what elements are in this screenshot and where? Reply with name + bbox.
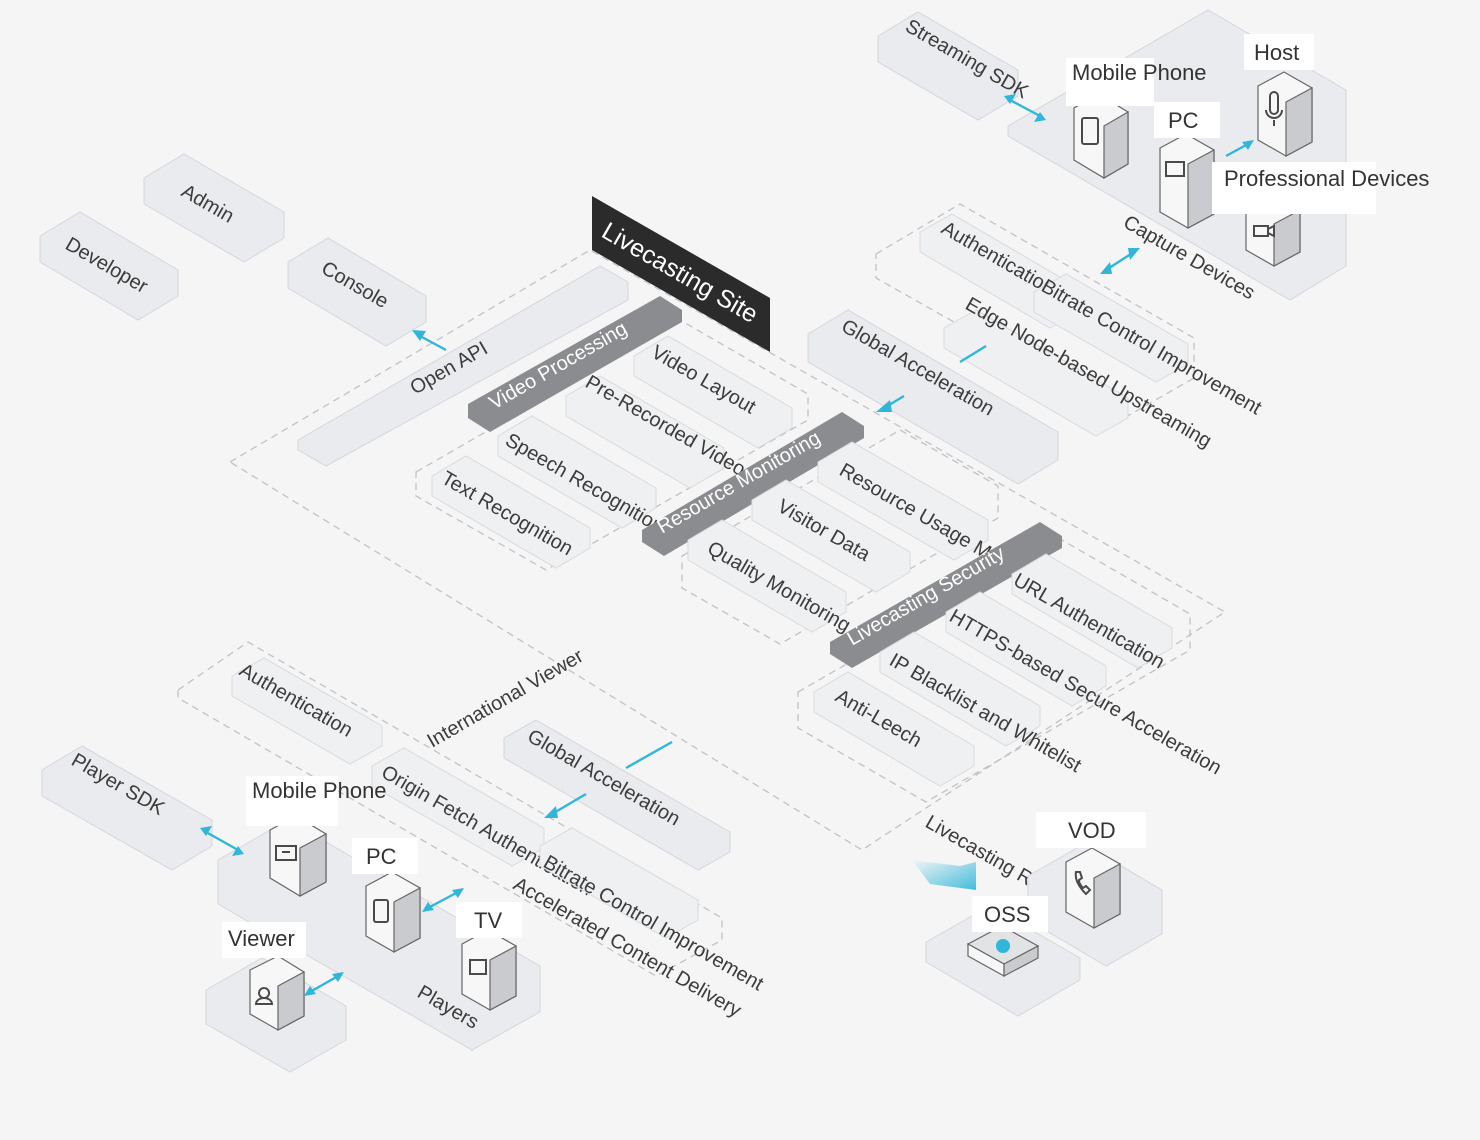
capture-host-label: Host — [1254, 40, 1299, 65]
oss-device: OSS — [966, 896, 1048, 978]
upstream-connector — [959, 344, 987, 364]
vod-label: VOD — [1068, 818, 1116, 843]
pc-to-host-arrow — [1225, 142, 1249, 158]
viewer-to-players-arrow — [309, 974, 339, 994]
international-connector — [625, 740, 673, 770]
viewer-device: Viewer — [222, 922, 306, 1032]
player-tv-device: TV — [456, 902, 522, 1012]
monitor-icon — [469, 959, 487, 975]
streaming-sdk-plate — [877, 11, 1019, 121]
microphone-icon — [1265, 91, 1283, 126]
pc-to-tv-arrow — [427, 890, 459, 910]
recording-flow-arrow — [912, 860, 976, 890]
player-pc-label: PC — [366, 844, 397, 869]
developer-block: Developer — [39, 211, 179, 321]
capture-pc-label: PC — [1168, 108, 1199, 133]
monitor-icon — [1165, 161, 1185, 177]
capture-mobile-phone-label: Mobile Phone — [1072, 60, 1207, 85]
admin-block: Admin — [143, 153, 285, 263]
resource-monitoring-bar — [642, 412, 864, 556]
delivery-arrow — [551, 792, 587, 816]
player-sdk-plate — [41, 745, 213, 871]
sdk-to-capture-arrow — [1009, 98, 1041, 118]
player-pc-device: PC — [352, 838, 421, 954]
camera-icon — [1253, 224, 1275, 238]
livecasting-security-bar — [830, 522, 1062, 668]
capture-host-device: Host — [1244, 34, 1314, 158]
console-block: Console — [287, 237, 427, 347]
phone-call-icon — [1074, 871, 1092, 896]
tv-screen-icon — [275, 845, 297, 861]
person-icon — [254, 987, 274, 1005]
capture-professional-devices-device: Professional Devices — [1212, 162, 1429, 268]
resource-monitoring-outline — [681, 429, 999, 645]
global-acceleration-plate — [807, 309, 1059, 485]
delivery-global-acceleration-plate — [503, 719, 731, 871]
delivery-outline — [177, 641, 723, 977]
tablet-icon — [373, 899, 389, 923]
viewer-label: Viewer — [228, 926, 295, 951]
open-api-plate — [297, 265, 629, 467]
capture-pc-device: PC — [1154, 102, 1220, 230]
open-api-to-console-arrow — [419, 334, 447, 352]
sdk-to-players-arrow — [205, 830, 239, 852]
player-mobile-phone-label: Mobile Phone — [252, 778, 387, 803]
phone-icon — [1081, 117, 1099, 145]
cloud-storage-icon — [996, 939, 1010, 953]
capture-professional-devices-label: Professional Devices — [1224, 166, 1429, 191]
vod-device: VOD — [1036, 812, 1146, 930]
upstream-outline — [875, 203, 1195, 419]
site-outline — [228, 249, 1227, 851]
video-processing-bar — [468, 296, 682, 432]
oss-label: OSS — [984, 902, 1030, 927]
player-mobile-phone-device: Mobile Phone — [246, 776, 387, 898]
player-tv-label: TV — [474, 908, 502, 933]
capture-mobile-phone-device: Mobile Phone — [1066, 58, 1207, 180]
